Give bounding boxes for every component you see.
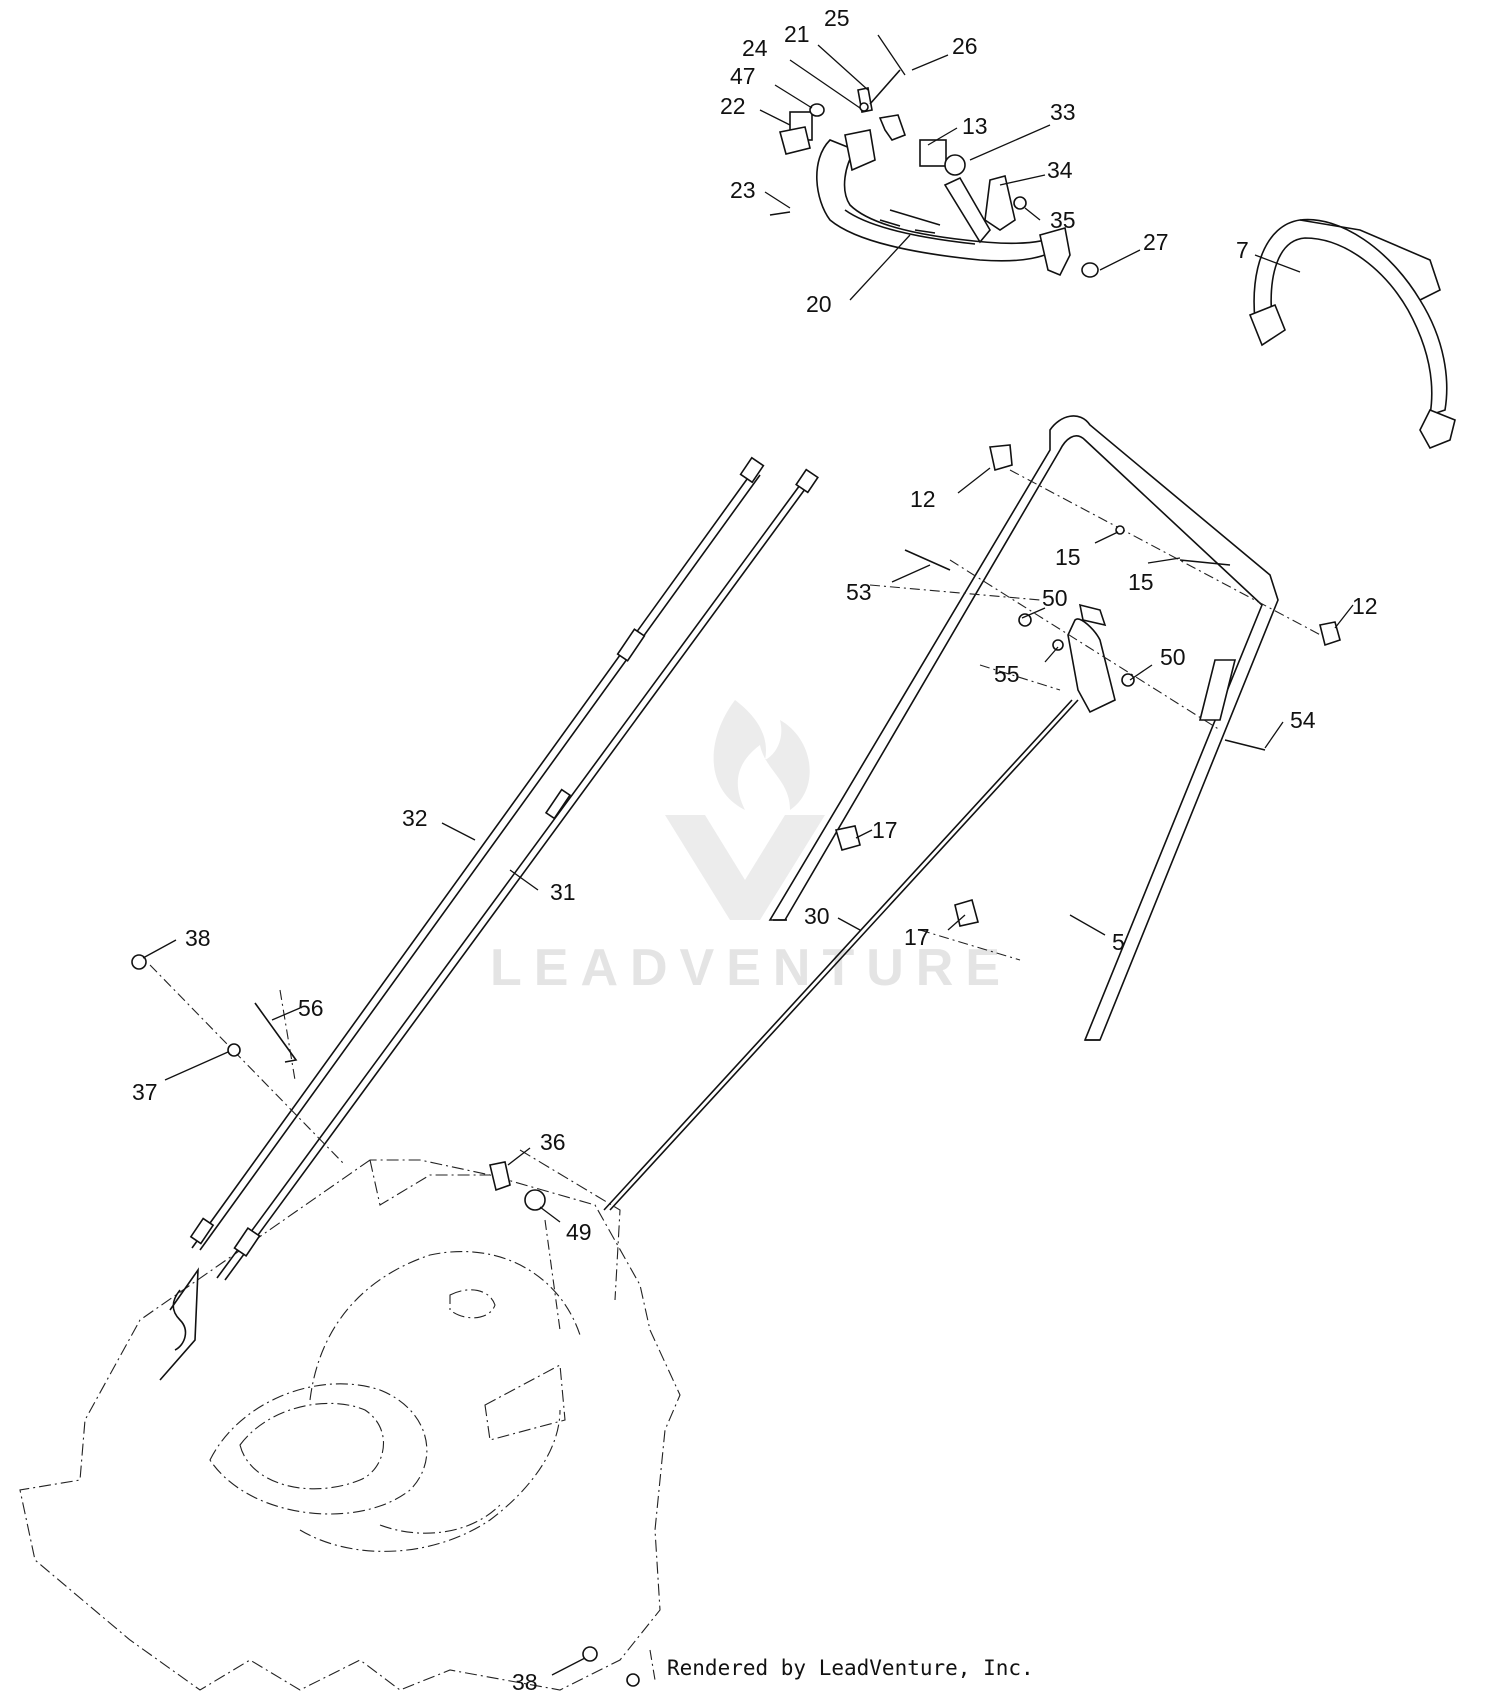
callout-24: 24	[742, 35, 768, 61]
callout-55: 55	[994, 661, 1020, 687]
assembly-lines	[149, 469, 1331, 1681]
handle-5	[768, 415, 1279, 1041]
throttle-cable-30	[603, 603, 1116, 1211]
callout-26: 26	[952, 33, 978, 59]
hardware	[131, 444, 1341, 1687]
callout-15-left: 15	[1055, 544, 1081, 570]
bail-lever-assembly	[769, 69, 1099, 278]
callout-22: 22	[720, 93, 746, 119]
render-credit: Rendered by LeadVenture, Inc.	[667, 1656, 1034, 1680]
callout-38-lower: 38	[512, 1669, 538, 1694]
callout-13: 13	[962, 113, 988, 139]
callout-7: 7	[1236, 237, 1249, 263]
callout-34: 34	[1047, 157, 1073, 183]
callout-47: 47	[730, 63, 756, 89]
callout-50-upper: 50	[1042, 585, 1068, 611]
callout-20: 20	[806, 291, 832, 317]
callout-27: 27	[1143, 229, 1169, 255]
callout-56: 56	[298, 995, 324, 1021]
callout-37: 37	[132, 1079, 158, 1105]
leader-lines	[142, 34, 1354, 1676]
callout-36: 36	[540, 1129, 566, 1155]
upper-handle-7	[1248, 218, 1456, 450]
mower-deck-outline	[19, 1149, 681, 1691]
callout-21: 21	[784, 21, 810, 47]
callout-53: 53	[846, 579, 872, 605]
callout-32: 32	[402, 805, 428, 831]
callout-38-upper: 38	[185, 925, 211, 951]
watermark-text: LEADVENTURE	[490, 939, 1013, 997]
callout-17-upper: 17	[872, 817, 898, 843]
callout-25: 25	[824, 5, 850, 31]
callout-31: 31	[550, 879, 576, 905]
callout-12-right: 12	[1352, 593, 1378, 619]
callout-labels: 25 21 26 24 47 22 13 33 34 23 35 27 20 7…	[132, 5, 1378, 1694]
callout-5: 5	[1112, 929, 1125, 955]
callout-54: 54	[1290, 707, 1316, 733]
callout-35: 35	[1050, 207, 1076, 233]
cables-31-32	[159, 456, 819, 1381]
callout-49: 49	[566, 1219, 592, 1245]
callout-12-left: 12	[910, 486, 936, 512]
callout-15-right: 15	[1128, 569, 1154, 595]
callout-50-lower: 50	[1160, 644, 1186, 670]
callout-23: 23	[730, 177, 756, 203]
flame-v-logo-icon	[665, 700, 825, 920]
callout-17-lower: 17	[904, 924, 930, 950]
callout-30: 30	[804, 903, 830, 929]
callout-33: 33	[1050, 99, 1076, 125]
